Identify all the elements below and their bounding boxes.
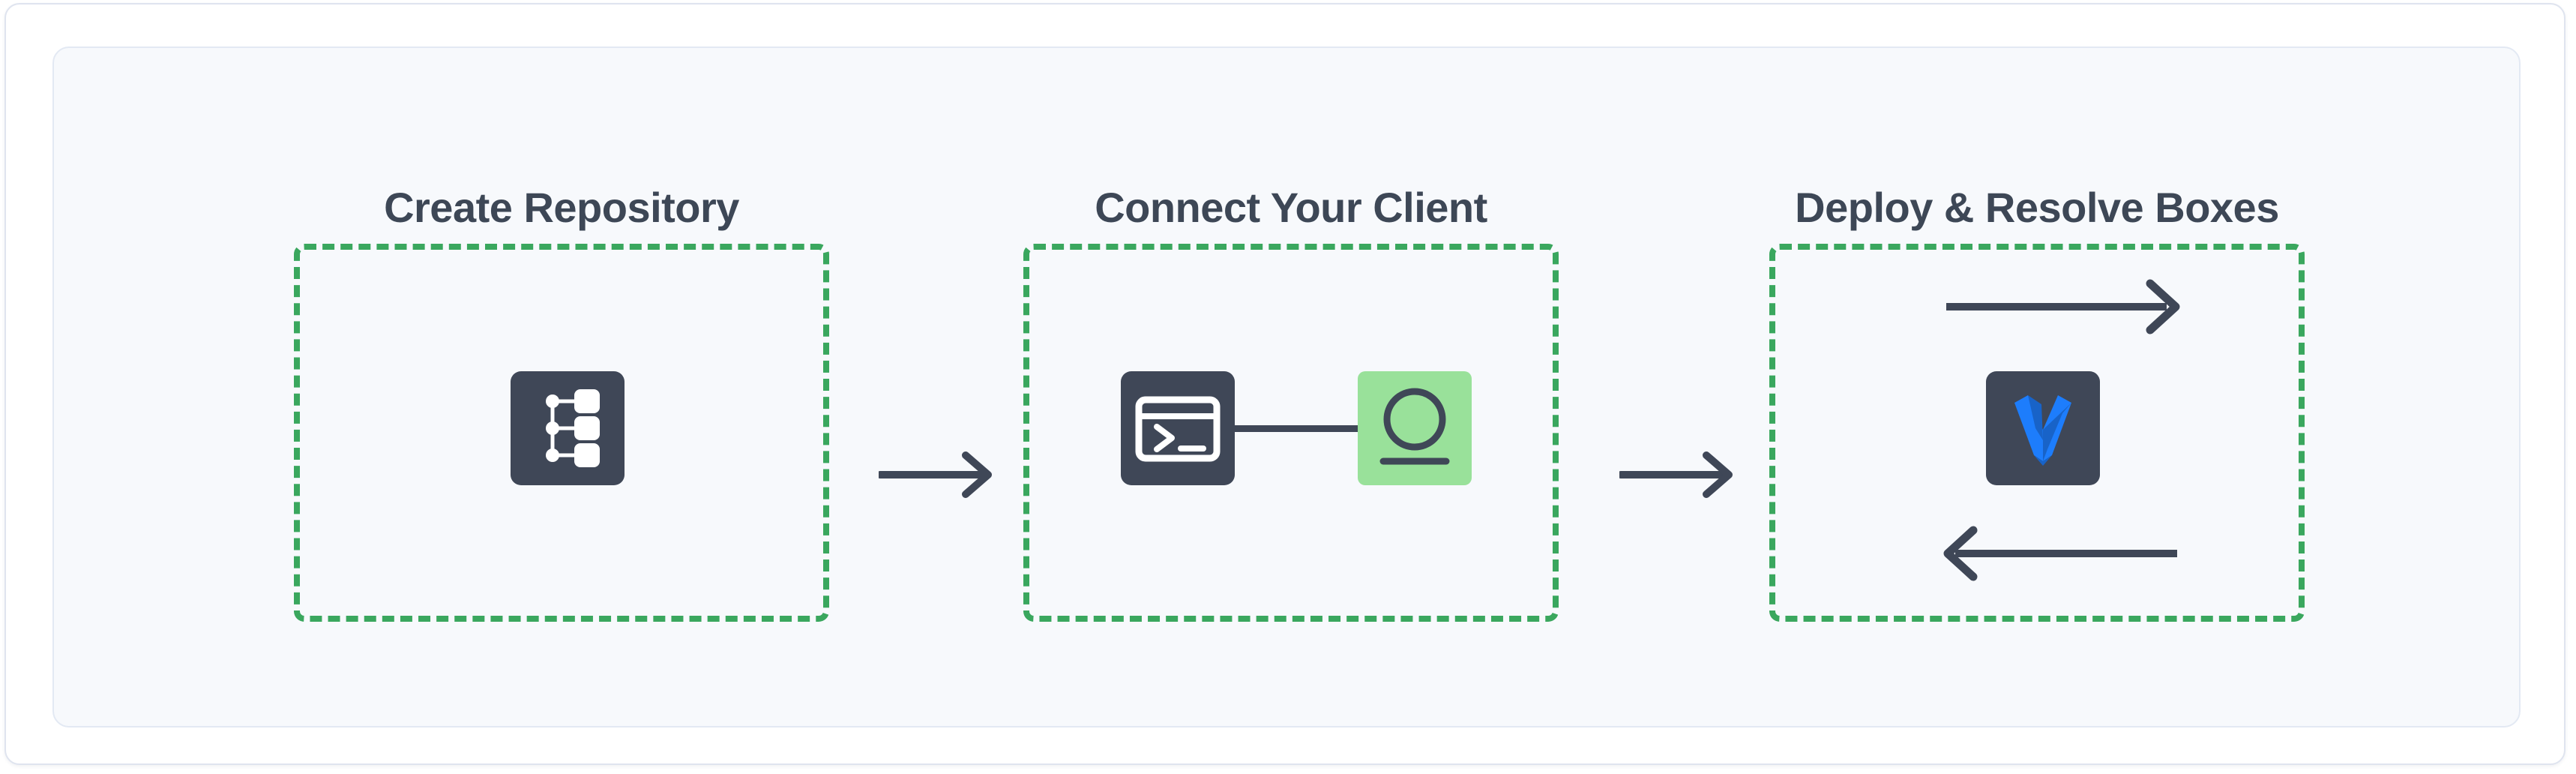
outer-card: Create Repository (4, 3, 2566, 765)
step-connect-your-client: Connect Your Client (1023, 184, 1559, 622)
step-2-title: Connect Your Client (1095, 184, 1487, 231)
server-node-icon (1358, 371, 1472, 485)
workflow-flow-row: Create Repository (54, 48, 2519, 726)
arrow-right-icon (1942, 274, 2189, 339)
step-1-title: Create Repository (384, 184, 739, 231)
diagram-panel: Create Repository (52, 46, 2521, 728)
step-1-to-step-2-arrow (879, 448, 997, 502)
client-server-link (1232, 425, 1361, 432)
step-3-title: Deploy & Resolve Boxes (1795, 184, 2279, 231)
step-3-dashed-box (1769, 244, 2305, 622)
step-deploy-resolve-boxes: Deploy & Resolve Boxes (1769, 184, 2305, 622)
step-1-dashed-box (294, 244, 829, 622)
terminal-icon (1121, 371, 1235, 485)
repository-tree-icon (511, 371, 625, 485)
vagrant-logo-icon (1986, 371, 2100, 485)
step-2-dashed-box (1023, 244, 1559, 622)
step-2-to-step-3-arrow (1619, 448, 1738, 502)
arrow-left-icon (1934, 521, 2182, 586)
step-create-repository: Create Repository (294, 184, 829, 622)
